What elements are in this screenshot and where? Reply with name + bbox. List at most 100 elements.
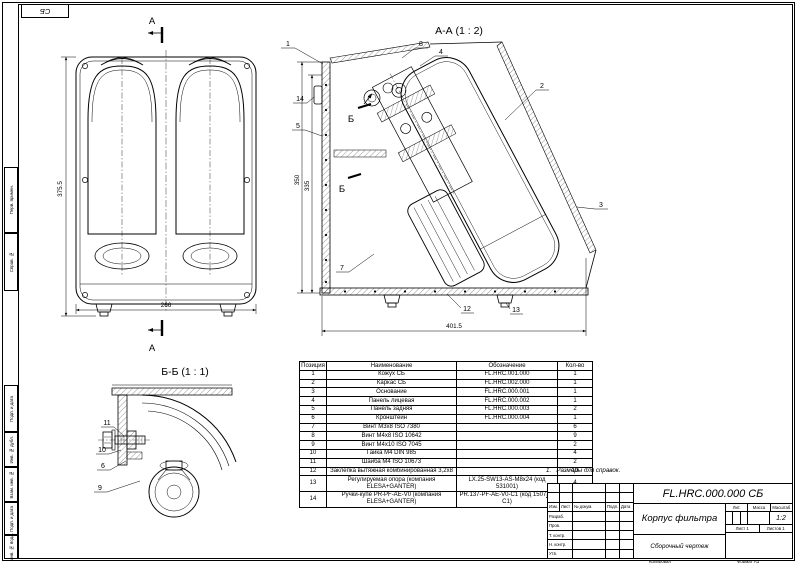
cell-designation: [456, 466, 558, 477]
detail-letter-bottom: Б: [339, 184, 345, 195]
cell-designation: FL.HRC.002.000: [456, 378, 558, 389]
parts-table-row: 12 Заклепка вытяжная комбинированная 3,2…: [299, 466, 593, 477]
cell-qty: 1: [557, 413, 593, 424]
parts-table-row: 3 Основание FL.HRC.000.001 1: [299, 387, 593, 398]
frame-stamp-sprav: Справ. №: [4, 233, 18, 291]
cell-name: Панель лицевая: [326, 396, 457, 406]
cell-designation: PR.137-PF-AE-V0-С1 (код 150711-С1): [456, 490, 558, 508]
bracket-section: [333, 149, 387, 158]
canister: [407, 189, 485, 287]
cell-name: Каркас СБ: [326, 378, 457, 389]
detail-side-panel: [117, 394, 128, 466]
screw-assembly: [98, 429, 152, 451]
callout-8: 8: [419, 41, 423, 48]
change-row-empty-1: [548, 484, 633, 494]
cell-designation: FL.HRC.001.000: [456, 369, 558, 380]
corner-designation-stamp: СБ: [21, 5, 69, 18]
parts-table-row: 2 Каркас СБ FL.HRC.002.000 1: [299, 378, 593, 389]
cell-name: Кожух СБ: [326, 369, 457, 380]
cell-position: 1: [299, 369, 327, 380]
cell-name: Винт М4х8 ISO 10642: [326, 431, 457, 442]
front-panel-section: [321, 61, 331, 294]
cell-position: 4: [299, 396, 327, 406]
cell-name: Заклепка вытяжная комбинированная 3,2х8: [326, 466, 457, 477]
scale-label: Масштаб: [772, 505, 791, 510]
role-row-prov: Пров.: [548, 521, 633, 531]
lit-label: Лит.: [726, 504, 749, 511]
callout-12: 12: [463, 306, 471, 313]
cell-position: 10: [299, 448, 327, 459]
header-qty: Кол-во: [557, 361, 593, 371]
top-cover-section: [329, 41, 431, 64]
cell-qty: 9: [557, 431, 593, 442]
cell-qty: 1: [557, 387, 593, 398]
callout-5: 5: [296, 123, 300, 130]
inner-frame: [371, 66, 473, 203]
cell-qty: 1: [557, 378, 593, 389]
cup-part: [148, 460, 200, 518]
cell-position: 2: [299, 378, 327, 389]
cell-designation: [456, 422, 558, 433]
section-callouts: 1 8 4 2 14 5 7 3 12 13: [281, 41, 608, 315]
callout-2: 2: [540, 83, 544, 90]
cell-name: Винт М3х8 ISO 7380: [326, 422, 457, 433]
parts-table-row: 9 Винт М4х10 ISO 7045 2: [299, 440, 593, 450]
section-view: А-А (1 : 2): [313, 25, 597, 308]
parts-table-row: 8 Винт М4х8 ISO 10642 9: [299, 431, 593, 442]
cell-name: Основание: [326, 387, 457, 398]
parts-table-body: 1 Кожух СБ FL.HRC.001.000 1 2 Каркас СБ …: [299, 369, 593, 508]
sheet-number: Лист 1: [726, 525, 760, 532]
cell-name: Кронштейн: [326, 413, 457, 424]
callout-10: 10: [98, 447, 106, 454]
section-dimensions: 350 335 401.5: [294, 61, 587, 336]
parts-table-row: 1 Кожух СБ FL.HRC.001.000 1: [299, 369, 593, 380]
cell-designation: FL.HRC.000.004: [456, 413, 558, 424]
cell-name: Шайба М4 ISO 10673: [326, 457, 457, 468]
parts-table-row: 6 Кронштейн FL.HRC.000.004 1: [299, 413, 593, 424]
detail-view: Б-Б (1 : 1): [98, 366, 237, 518]
detail-letter-top: Б: [348, 114, 354, 125]
title-block-right: FL.HRC.000.000 СБ Корпус фильтра Сборочн…: [634, 484, 792, 558]
detail-top-panel: [111, 387, 233, 396]
cell-qty: 2: [557, 404, 593, 415]
tilted-bottle: [400, 57, 560, 283]
cell-qty: 2: [557, 440, 593, 450]
dim-section-width: 401.5: [446, 323, 462, 330]
frame-stamp-podp-data-2: Подп. и дата: [4, 502, 18, 535]
section-letter-bottom: А: [149, 343, 156, 354]
frame-stamp-inv-podl: Инв. № подл.: [4, 533, 18, 561]
header-designation: Обозначение: [456, 361, 558, 371]
callout-3: 3: [599, 202, 603, 209]
front-view: [75, 50, 257, 317]
role-row-razrab: Разраб.: [548, 512, 633, 522]
section-letter-top: А: [149, 16, 156, 27]
mass-cell: [748, 512, 770, 524]
dim-front-height: 375.5: [57, 181, 64, 197]
header-position: Позиция: [299, 361, 327, 371]
title-block-change-table: Изм. Лист № докум. Подп. Дата Разраб. Пр…: [548, 484, 634, 558]
cell-position: 6: [299, 413, 327, 424]
callout-6: 6: [101, 463, 105, 470]
cell-qty: 10: [557, 466, 593, 477]
document-type: Сборочный чертеж: [634, 533, 725, 558]
cell-designation: FL.HRC.000.002: [456, 396, 558, 406]
format-label: Формат А3: [737, 559, 760, 563]
cell-name: Ручки-купе PR-PF-AE-V0 (компания ELESA+G…: [326, 490, 457, 508]
dim-section-350: 350: [294, 174, 301, 185]
role-row-tkontr: Т. контр.: [548, 530, 633, 541]
base-section: [319, 287, 589, 296]
rear-panel-section: [496, 41, 597, 254]
frame-stamp-podp-data-1: Подп. и дата: [4, 385, 18, 432]
cell-position: 3: [299, 387, 327, 398]
front-section-marks: А А: [148, 16, 164, 354]
organization-cell: [726, 533, 792, 558]
cell-designation: FL.HRC.000.003: [456, 404, 558, 415]
frame-stamp-vzam-inv: Взам. инв. №: [4, 467, 18, 502]
section-view-title: А-А (1 : 2): [435, 25, 483, 37]
callout-7: 7: [340, 265, 344, 272]
cell-position: 11: [299, 457, 327, 468]
filter-bottle-left: [87, 57, 157, 276]
detail-cut-marks: Б Б: [339, 93, 373, 195]
frame-stamp-inv-dubl: Инв. № дубл.: [4, 432, 18, 467]
